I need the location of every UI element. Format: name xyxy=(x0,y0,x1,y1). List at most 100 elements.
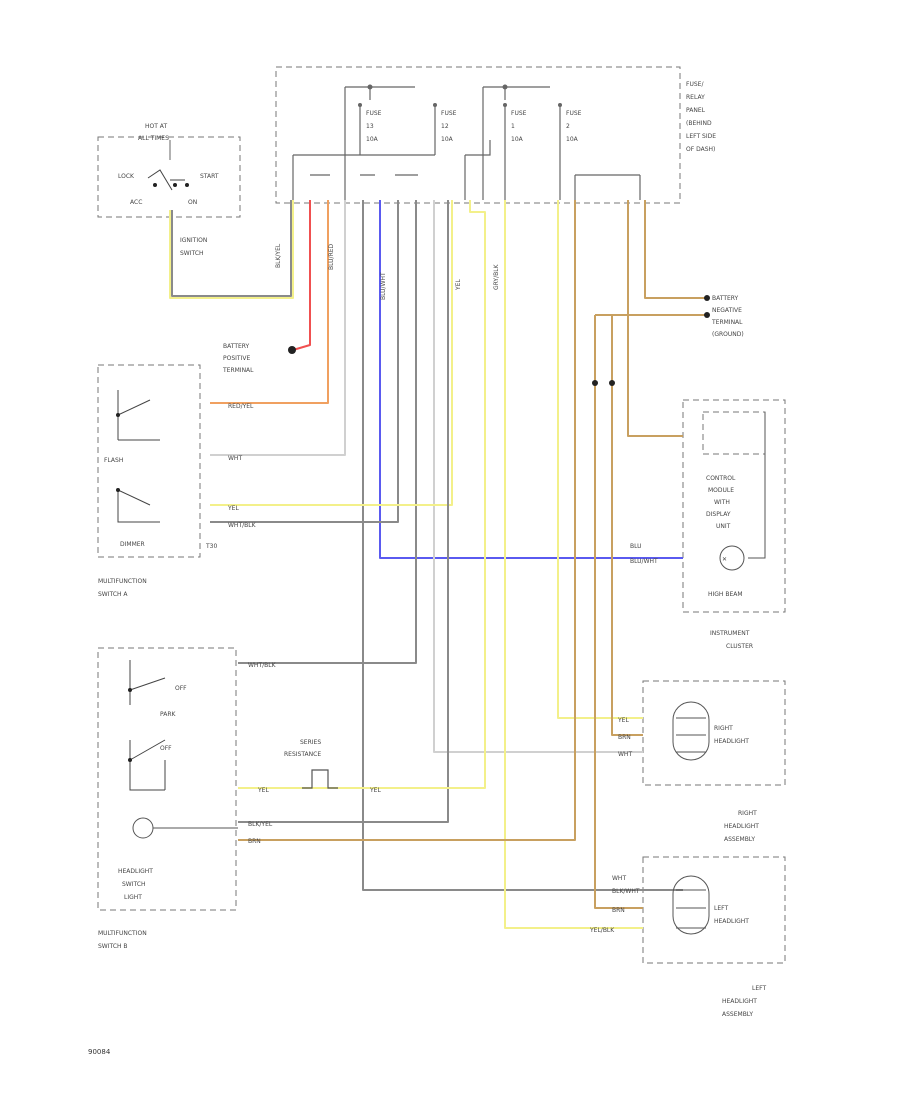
svg-text:HEADLIGHT: HEADLIGHT xyxy=(722,998,757,1005)
instrument-cluster-box xyxy=(682,399,786,613)
fuse-12-amps: 10A xyxy=(441,136,454,143)
wire-ignition-yellow xyxy=(169,200,294,299)
svg-text:BATTERY: BATTERY xyxy=(712,295,739,302)
svg-text:RED/YEL: RED/YEL xyxy=(228,403,254,410)
svg-text:ALL TIMES: ALL TIMES xyxy=(138,135,169,142)
svg-text:WHT: WHT xyxy=(612,875,626,882)
multifunction-switch-b: OFF PARK OFF HEADLIGHT SWITCH LIGHT WHT/… xyxy=(118,660,381,901)
figure-code: 90084 xyxy=(88,1048,111,1056)
fuse-2-amps: 10A xyxy=(566,136,579,143)
svg-text:BRN: BRN xyxy=(612,907,625,914)
svg-text:ASSEMBLY: ASSEMBLY xyxy=(722,1011,753,1018)
svg-text:HEADLIGHT: HEADLIGHT xyxy=(714,738,749,745)
svg-text:INSTRUMENT: INSTRUMENT xyxy=(710,630,750,637)
wire-gray-switch-b-lower xyxy=(238,200,449,823)
svg-text:YEL: YEL xyxy=(617,717,629,724)
switch-light-icon xyxy=(132,817,154,839)
svg-text:RESISTANCE: RESISTANCE xyxy=(284,751,321,758)
svg-text:LOCK: LOCK xyxy=(118,173,135,180)
svg-text:HEADLIGHT: HEADLIGHT xyxy=(724,823,759,830)
left-headlight-icon xyxy=(672,875,710,935)
svg-text:HOT AT: HOT AT xyxy=(145,123,167,130)
svg-text:BLK/YEL: BLK/YEL xyxy=(275,243,282,268)
svg-text:TERMINAL: TERMINAL xyxy=(222,367,254,374)
fuse-relay-panel-box xyxy=(275,66,681,204)
svg-text:START: START xyxy=(200,173,219,180)
svg-text:HIGH BEAM: HIGH BEAM xyxy=(708,591,743,598)
wire-yellow-left-headlight xyxy=(504,200,643,929)
svg-text:BLU/WHT: BLU/WHT xyxy=(380,272,387,300)
svg-text:LIGHT: LIGHT xyxy=(124,894,142,901)
svg-text:CLUSTER: CLUSTER xyxy=(726,643,753,650)
svg-text:POSITIVE: POSITIVE xyxy=(223,355,250,362)
wire-orange xyxy=(210,200,329,404)
wire-brown-switch-b xyxy=(238,200,576,841)
wire-light-gray-long xyxy=(433,200,643,753)
svg-text:OFF: OFF xyxy=(160,745,172,752)
svg-text:LEFT SIDE: LEFT SIDE xyxy=(686,133,716,140)
svg-text:HEADLIGHT: HEADLIGHT xyxy=(118,868,153,875)
svg-text:RELAY: RELAY xyxy=(686,94,705,101)
svg-text:BLU: BLU xyxy=(630,543,642,550)
wire-yellow-right-headlight xyxy=(557,200,643,719)
svg-text:SWITCH: SWITCH xyxy=(122,881,146,888)
fuse-12-label: FUSE xyxy=(441,110,457,117)
wire-yellow-switch-a xyxy=(210,200,453,506)
svg-text:ON: ON xyxy=(188,199,197,206)
right-headlight-icon xyxy=(672,701,710,761)
svg-text:SWITCH B: SWITCH B xyxy=(98,943,128,950)
right-headlight: RIGHT HEADLIGHT YEL BRN WHT xyxy=(617,701,749,761)
svg-text:(BEHIND: (BEHIND xyxy=(686,120,712,127)
svg-text:BLU/WHT: BLU/WHT xyxy=(630,558,658,565)
fuse-2-number: 2 xyxy=(566,123,570,130)
svg-text:RIGHT: RIGHT xyxy=(714,725,733,732)
svg-text:WITH: WITH xyxy=(714,499,730,506)
svg-text:WHT/BLK: WHT/BLK xyxy=(228,522,257,529)
svg-text:YEL/BLK: YEL/BLK xyxy=(589,927,615,934)
svg-text:MULTIFUNCTION: MULTIFUNCTION xyxy=(98,578,147,585)
series-resistance-symbol xyxy=(302,769,338,789)
ignition-switch: HOT AT ALL TIMES LOCK START ACC ON IGNIT… xyxy=(118,123,219,257)
svg-text:SERIES: SERIES xyxy=(300,739,321,746)
right-headlight-assembly-box xyxy=(642,680,786,786)
fuse-13-number: 13 xyxy=(366,123,374,130)
svg-text:✕: ✕ xyxy=(722,556,727,563)
fuse-2-label: FUSE xyxy=(566,110,582,117)
wire-yellow-resistance xyxy=(238,200,486,789)
wire-blue xyxy=(379,200,683,559)
svg-text:HEADLIGHT: HEADLIGHT xyxy=(714,918,749,925)
fuse-1-amps: 10A xyxy=(511,136,524,143)
svg-text:UNIT: UNIT xyxy=(716,523,731,530)
svg-text:SWITCH A: SWITCH A xyxy=(98,591,128,598)
wire-gray-switch-b xyxy=(238,200,417,664)
svg-text:FLASH: FLASH xyxy=(104,457,123,464)
wire-brown-ground xyxy=(644,200,705,299)
svg-text:BRN: BRN xyxy=(618,734,631,741)
svg-text:ACC: ACC xyxy=(130,199,142,206)
control-module-inner-box xyxy=(702,411,766,455)
left-headlight: LEFT HEADLIGHT WHT BLK/WHT BRN YEL/BLK xyxy=(589,875,749,935)
wire-battery-positive-red xyxy=(292,200,311,351)
fuse-12-number: 12 xyxy=(441,123,449,130)
multifunction-switch-a: FLASH DIMMER T30 RED/YEL WHT YEL WHT/BLK xyxy=(104,390,257,550)
left-headlight-assembly-box xyxy=(642,856,786,964)
svg-text:WHT/BLK: WHT/BLK xyxy=(248,662,277,669)
instrument-cluster: CONTROL MODULE WITH DISPLAY UNIT ✕ HIGH … xyxy=(630,412,766,598)
svg-text:YEL: YEL xyxy=(455,279,462,291)
svg-text:PARK: PARK xyxy=(160,711,177,718)
wire-gray-long xyxy=(362,200,683,891)
fuse-icons xyxy=(358,84,562,107)
svg-text:BLK/YEL: BLK/YEL xyxy=(248,821,273,828)
svg-text:WHT: WHT xyxy=(228,455,242,462)
svg-text:BLU/RED: BLU/RED xyxy=(328,243,335,270)
fuse-13-amps: 10A xyxy=(366,136,379,143)
svg-text:IGNITION: IGNITION xyxy=(180,237,207,244)
wire-ignition-gray xyxy=(171,200,292,297)
fuse-panel-title: FUSE/ RELAY PANEL (BEHIND LEFT SIDE OF D… xyxy=(686,81,716,153)
svg-text:T30: T30 xyxy=(205,543,217,550)
fuse-1-label: FUSE xyxy=(511,110,527,117)
svg-text:YEL: YEL xyxy=(227,505,239,512)
svg-text:DISPLAY: DISPLAY xyxy=(706,511,731,518)
svg-text:OF DASH): OF DASH) xyxy=(686,146,715,153)
